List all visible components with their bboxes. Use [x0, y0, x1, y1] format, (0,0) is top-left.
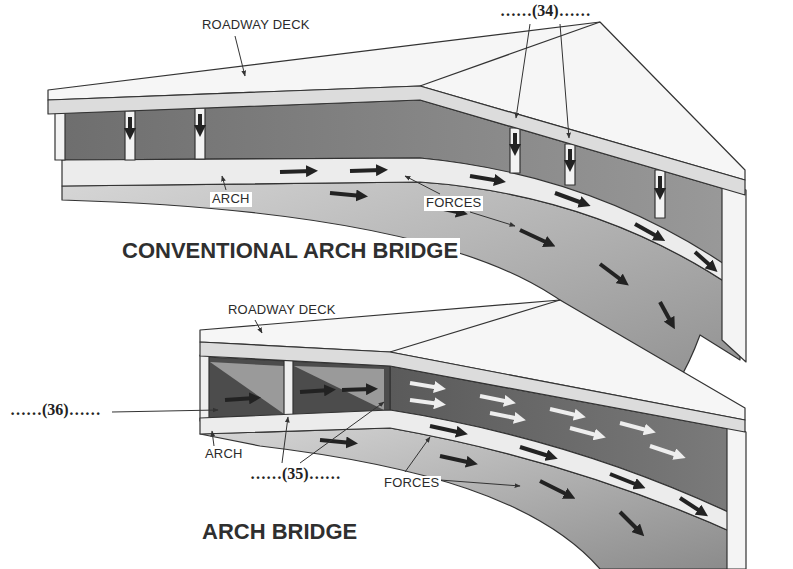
part-label: FORCES: [382, 476, 441, 491]
web: [284, 360, 293, 416]
arch-rib: [62, 158, 740, 292]
abutment: [722, 182, 746, 362]
leader-lines: [112, 320, 520, 486]
deck-fold: [420, 22, 600, 86]
force-arrows: [225, 389, 703, 532]
force-arrows: [130, 114, 713, 324]
wall-force-arrows: [410, 383, 680, 456]
callout-number: ……(36)……: [8, 401, 103, 419]
cell-interior: [205, 357, 390, 420]
cell-shade: [294, 366, 384, 410]
abutment: [727, 424, 746, 569]
deck-front: [48, 86, 745, 195]
callout-number: ……(35)……: [248, 465, 343, 483]
cell-shade: [210, 362, 284, 414]
deck-front: [200, 342, 745, 432]
leader-lines: [222, 24, 569, 226]
part-label: ROADWAY DECK: [226, 303, 338, 318]
part-label: ARCH: [203, 447, 245, 462]
part-label: ARCH: [210, 192, 252, 207]
callout-number: ……(34)……: [498, 2, 593, 20]
box-arch-bridge: [200, 300, 746, 569]
part-label: ROADWAY DECK: [200, 18, 312, 33]
figure-title: CONVENTIONAL ARCH BRIDGE: [120, 238, 460, 263]
web: [200, 355, 209, 421]
deck-fold: [390, 300, 560, 352]
figure-title: ARCH BRIDGE: [200, 519, 359, 544]
part-label: FORCES: [424, 196, 483, 211]
